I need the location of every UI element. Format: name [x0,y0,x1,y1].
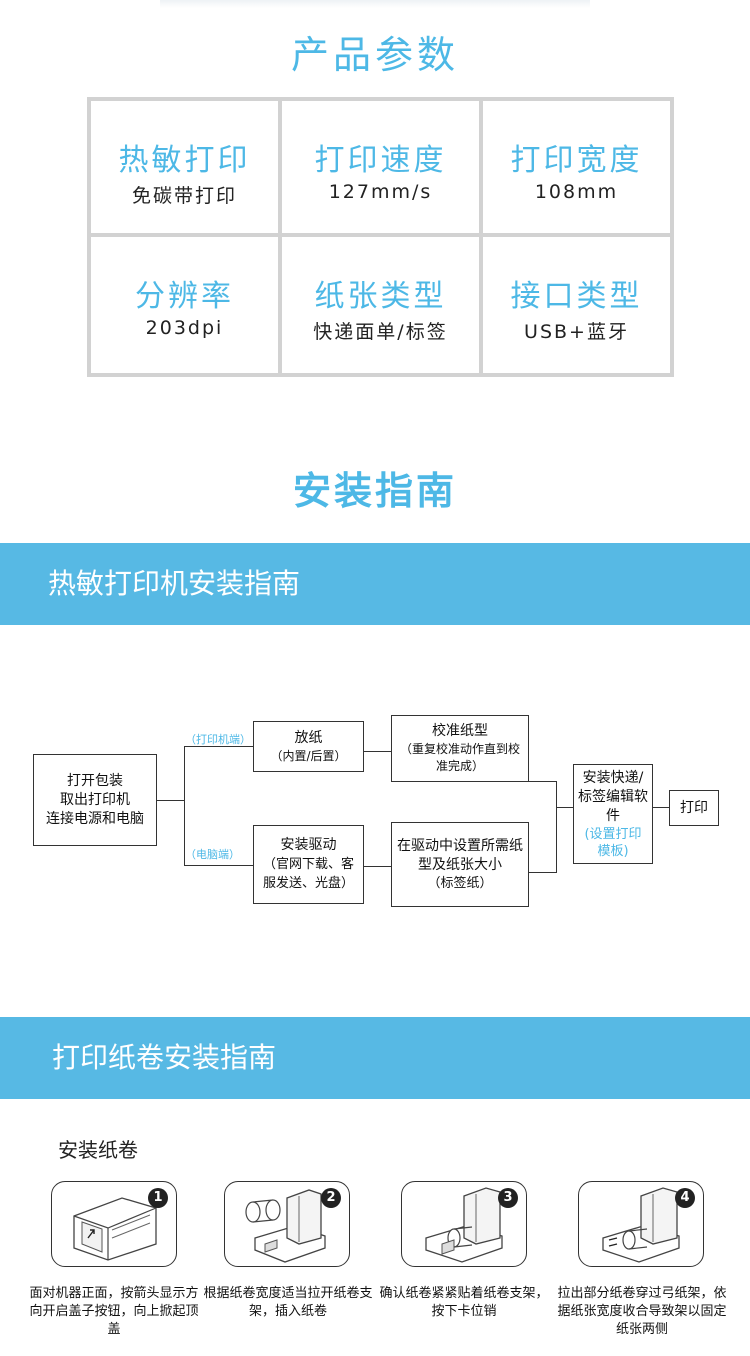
flow-start-line: 连接电源和电脑 [46,810,144,827]
flow-paper-sub: （内置/后置） [270,748,347,763]
flow-calibrate-title: 校准纸型 [432,723,488,739]
step-3-caption: 确认纸卷紧紧贴着纸卷支架，按下卡位销 [379,1286,549,1319]
param-cell-paper-type: 纸张类型 快递面单/标签 [282,237,479,373]
printer-install-banner: 热敏打印机安装指南 [0,543,750,625]
flow-connector [653,807,669,808]
flow-setting-title: 在驱动中设置所需纸型及纸张大小 [397,838,523,873]
params-grid: 热敏打印 免碳带打印 打印速度 127mm/s 打印宽度 108mm 分辨率 2… [87,97,674,377]
step-3-illustration: 3 [401,1181,527,1267]
paper-roll-insert-illustration [245,1189,326,1263]
flow-driver-box: 安装驱动 （官网下载、客服发送、光盘） [253,825,364,904]
flow-connector [184,865,254,866]
tag-pc-side: （电脑端） [185,848,240,861]
step-number-badge: 2 [321,1188,341,1208]
flow-calibrate-sub: （重复校准动作直到校准完成） [399,742,520,773]
flow-paper-box: 放纸 （内置/后置） [253,721,364,772]
flow-connector [556,807,574,808]
flow-connector [364,751,391,752]
param-value: 203dpi [145,317,224,339]
flow-driver-title: 安装驱动 [280,837,337,853]
flow-setting-box: 在驱动中设置所需纸型及纸张大小 （标签纸） [391,822,529,907]
flow-connector [529,781,556,782]
flow-connector [364,866,391,867]
flow-print-box: 打印 [669,790,719,826]
param-value: 快递面单/标签 [313,321,448,343]
flow-connector [184,746,185,865]
step-number-badge: 1 [148,1188,168,1208]
step-1-illustration: 1 [51,1181,177,1267]
flow-connector [556,781,557,873]
param-cell-interface: 接口类型 USB+蓝牙 [483,237,670,373]
step-2-caption: 根据纸卷宽度适当拉开纸卷支架，插入纸卷 [203,1286,373,1319]
param-label: 热敏打印 [118,143,251,178]
step-number-badge: 3 [498,1188,518,1208]
param-value: USB+蓝牙 [524,321,629,343]
install-title: 安装指南 [292,469,457,513]
params-title: 产品参数 [290,33,459,77]
flow-driver-sub: （官网下载、客服发送、光盘） [262,857,354,891]
tag-printer-side: （打印机端） [185,733,251,746]
flow-start-box: 打开包装 取出打印机 连接电源和电脑 [33,754,157,846]
param-label: 分辨率 [135,279,234,314]
param-value: 免碳带打印 [131,185,237,207]
param-label: 打印速度 [314,143,447,178]
flow-start-line: 取出打印机 [60,791,130,808]
banner-title: 打印纸卷安装指南 [52,1041,277,1074]
printer-open-illustration [73,1197,157,1261]
install-flowchart: 打开包装 取出打印机 连接电源和电脑 （打印机端） （电脑端） 放纸 （内置/后… [0,625,750,1015]
flow-print-title: 打印 [680,799,708,816]
param-cell-speed: 打印速度 127mm/s [282,101,479,233]
param-label: 纸张类型 [314,279,447,314]
step-number-badge: 4 [675,1188,695,1208]
flow-connector [157,800,184,801]
param-cell-resolution: 分辨率 203dpi [91,237,278,373]
flow-connector [529,872,556,873]
top-fade [160,0,590,8]
param-value: 108mm [534,181,619,203]
param-cell-thermal: 热敏打印 免碳带打印 [91,101,278,233]
param-value: 127mm/s [328,181,433,203]
step-2-illustration: 2 [224,1181,350,1267]
flow-software-box: 安装快递/标签编辑软件 (设置打印模板) [573,764,653,864]
param-label: 接口类型 [510,279,643,314]
flow-software-title: 安装快递/标签编辑软件 [578,769,648,824]
step-4-caption: 拉出部分纸卷穿过弓纸架，依据纸张宽度收合导致架以固定纸张两侧 [557,1286,727,1337]
flow-connector [184,746,254,747]
paper-roll-banner: 打印纸卷安装指南 [0,1017,750,1099]
paper-feed-guide-illustration [602,1187,680,1263]
flow-paper-title: 放纸 [294,729,323,746]
flow-start-line: 打开包装 [67,772,123,789]
paper-holder-lock-illustration [425,1187,503,1263]
flow-setting-sub: （标签纸） [427,876,493,891]
banner-title: 热敏打印机安装指南 [48,567,301,600]
step-1-caption: 面对机器正面，按箭头显示方向开启盖子按钮，向上掀起顶盖 [29,1286,199,1337]
section-label: 安装纸卷 [58,1138,138,1162]
step-4-illustration: 4 [578,1181,704,1267]
param-label: 打印宽度 [510,143,643,178]
flow-calibrate-box: 校准纸型 （重复校准动作直到校准完成） [391,715,529,782]
param-cell-width: 打印宽度 108mm [483,101,670,233]
flow-software-sub: (设置打印模板) [584,826,642,859]
